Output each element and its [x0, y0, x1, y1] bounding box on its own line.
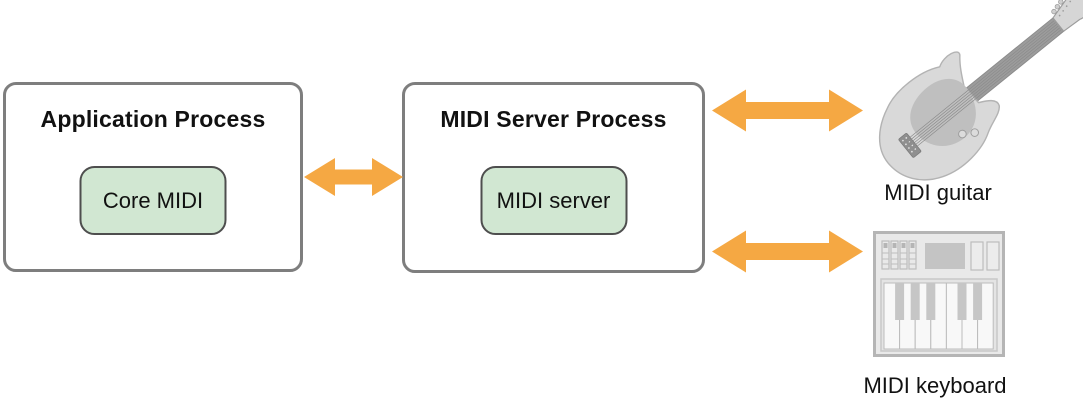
core-midi-box: Core MIDI	[79, 166, 227, 235]
midi-server-process-title: MIDI Server Process	[440, 106, 667, 132]
midi-guitar-label: MIDI guitar	[884, 180, 992, 205]
midi-server-box: MIDI server	[480, 166, 627, 235]
core-midi-label: Core MIDI	[102, 187, 204, 213]
midi-server-process-box: MIDI Server Process MIDI server	[402, 82, 705, 273]
bidirectional-arrow-icon	[712, 89, 863, 132]
midi-keyboard-icon	[873, 231, 1005, 357]
electric-guitar-icon	[878, 0, 1083, 181]
midi-keyboard-label: MIDI keyboard	[863, 373, 1007, 398]
midi-server-label: MIDI server	[496, 187, 611, 213]
keyboard-display	[925, 243, 965, 269]
bidirectional-arrow-icon	[304, 158, 403, 196]
application-process-title: Application Process	[40, 106, 266, 132]
bidirectional-arrow-icon	[712, 230, 863, 273]
application-process-box: Application Process Core MIDI	[3, 82, 303, 272]
